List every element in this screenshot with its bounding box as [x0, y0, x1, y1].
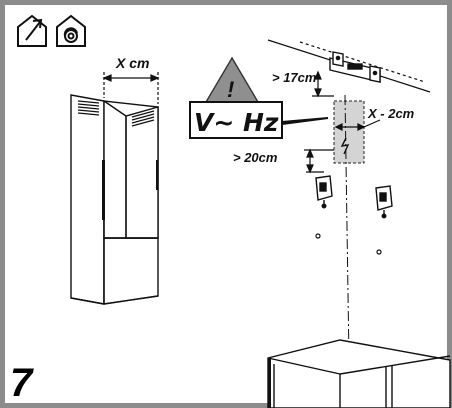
ceiling-bracket [329, 51, 381, 83]
recirculation-icon [56, 14, 86, 47]
cover-shadow-strip-right [156, 160, 159, 190]
socket-width-dimension [334, 119, 381, 131]
top-gap-dimension [312, 70, 334, 98]
step-number: 7 [10, 361, 34, 405]
screw-hole-right [376, 249, 382, 255]
bracket-gap-dimension [304, 148, 334, 174]
wall-bracket-right [375, 185, 393, 219]
hood-shadow [268, 358, 271, 408]
chimney-cover [70, 94, 159, 305]
center-line [344, 94, 350, 361]
duct-exhaust-icon [17, 14, 47, 47]
electrical-socket-area [333, 100, 365, 164]
voltage-box [189, 101, 329, 139]
cover-shadow-strip [102, 160, 105, 220]
bracket-gap-label: > 20cm [233, 150, 278, 165]
vent-slots-right [131, 110, 155, 127]
hood-body [267, 339, 451, 408]
vent-slots-left [77, 100, 100, 116]
width-label: X cm [115, 55, 149, 71]
voltage-label: V~ Hz [194, 108, 279, 137]
width-dimension [102, 72, 160, 104]
warning-symbol: ! [227, 77, 234, 102]
screw-hole-left [315, 233, 321, 239]
socket-width-label: X - 2cm [367, 106, 415, 121]
top-gap-label: > 17cm [272, 70, 317, 85]
wall-bracket-left [315, 175, 333, 209]
